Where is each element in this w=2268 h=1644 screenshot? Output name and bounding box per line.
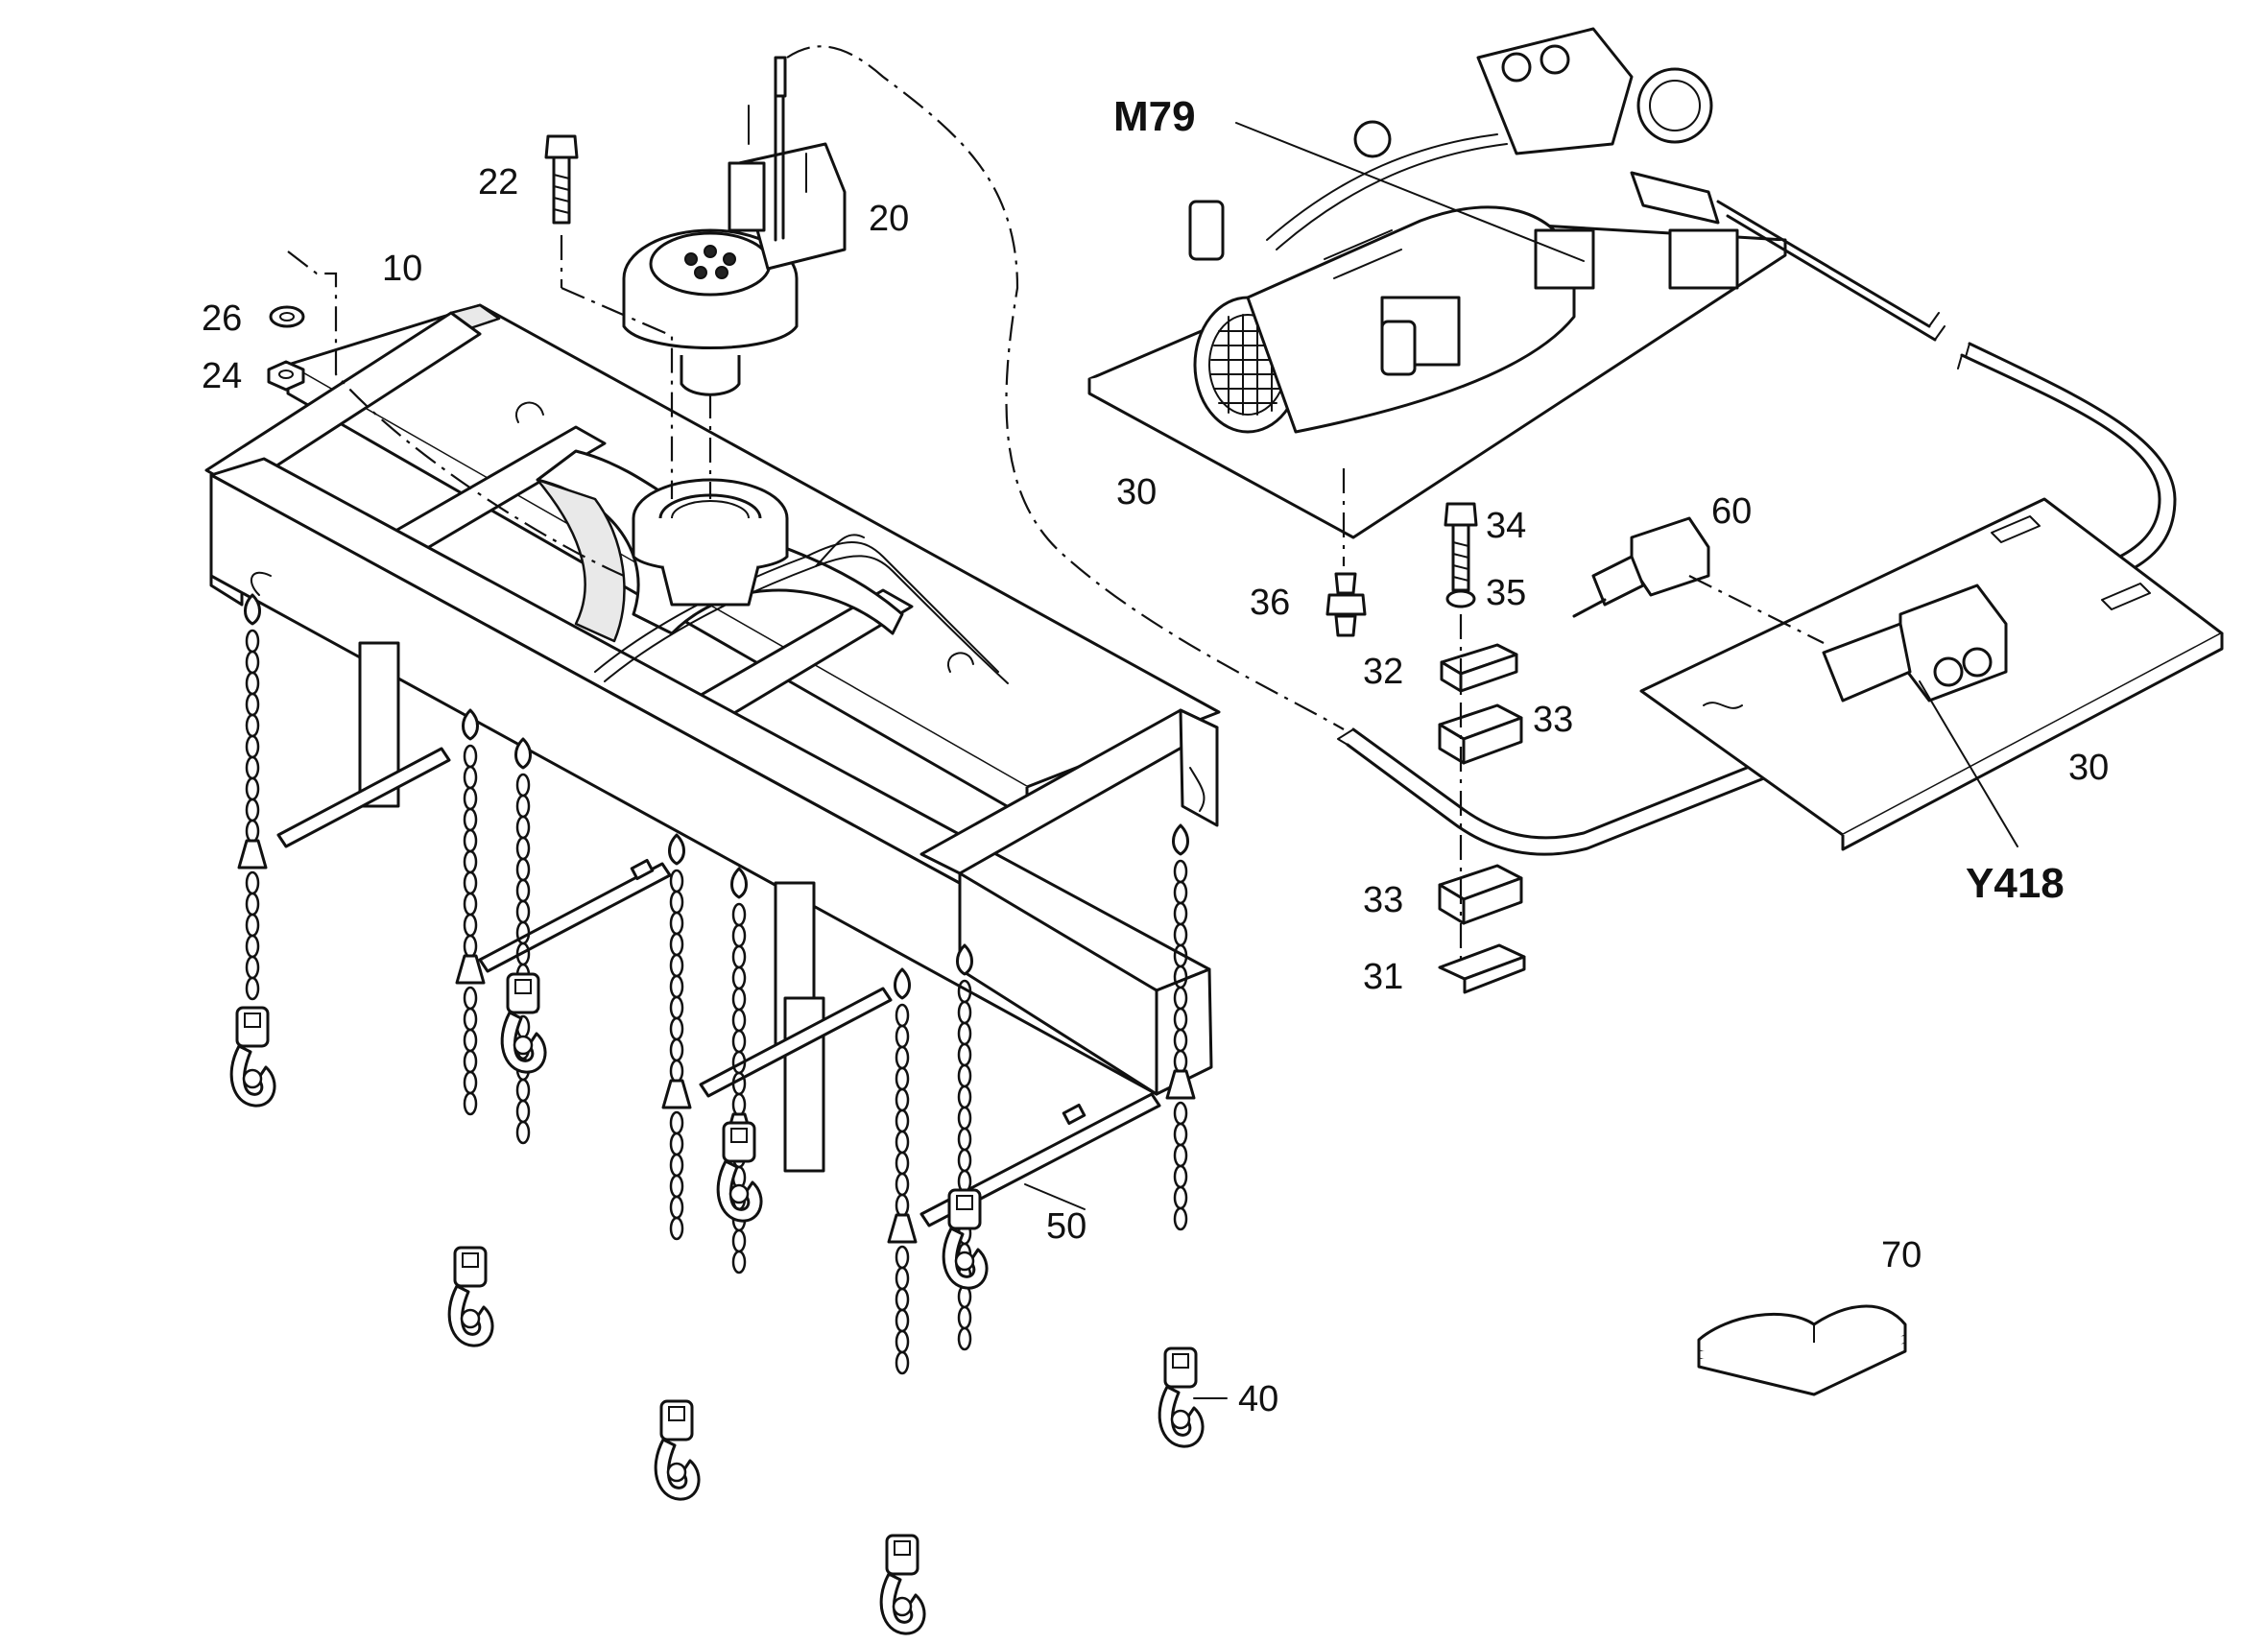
callout-22: 22	[478, 162, 518, 203]
callout-31: 31	[1363, 957, 1403, 997]
assembly-lines	[287, 45, 1825, 960]
callout-32: 32	[1363, 652, 1403, 692]
hydraulic-power-unit	[1087, 27, 1787, 539]
small-parts	[1325, 502, 1526, 994]
callout-34: 34	[1486, 506, 1526, 546]
callout-50: 50	[1046, 1206, 1086, 1247]
lifting-frame	[204, 303, 1221, 1173]
callout-30-valve-plate: 30	[2068, 748, 2109, 788]
callout-m79: M79	[1113, 93, 1196, 140]
connector-plug	[1572, 516, 1710, 618]
callout-36: 36	[1250, 583, 1290, 623]
callout-33-upper: 33	[1533, 700, 1573, 740]
callout-40: 40	[1238, 1379, 1278, 1419]
spreader-bar	[276, 747, 1161, 1227]
callout-y418: Y418	[1966, 860, 2065, 907]
callout-60: 60	[1711, 491, 1752, 532]
callout-35: 35	[1486, 573, 1526, 613]
manual-book	[1697, 1304, 1907, 1396]
callout-30-power-unit: 30	[1116, 472, 1157, 512]
callout-33-lower: 33	[1363, 880, 1403, 920]
callout-labels: 10 20 22 24 26 30 30 31 32 33 33 34 35 3…	[202, 93, 2109, 1419]
callout-24: 24	[202, 356, 242, 396]
callout-26: 26	[202, 298, 242, 339]
leader-lines	[1024, 122, 2018, 1399]
callout-10: 10	[382, 249, 422, 289]
fasteners-left	[267, 134, 579, 392]
valve-plate	[1639, 497, 2224, 851]
callout-70: 70	[1881, 1235, 1922, 1275]
rotator-unit	[622, 56, 847, 396]
callout-20: 20	[869, 199, 909, 239]
